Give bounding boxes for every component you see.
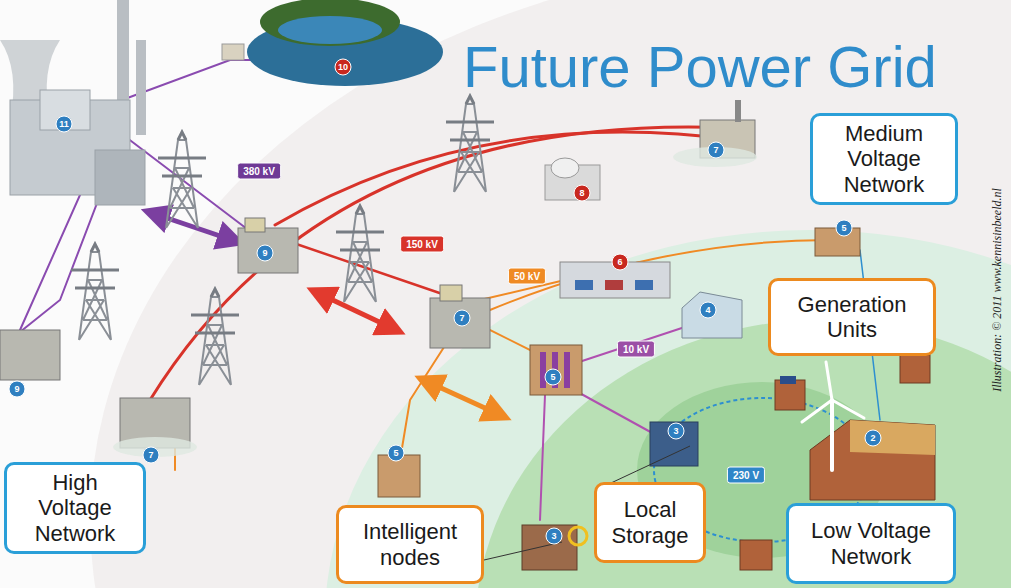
power-lines-part — [570, 322, 700, 365]
diagram-title: Future Power Grid — [463, 38, 937, 96]
ground-zones-part — [475, 320, 1011, 588]
callout-box: Intelligent nodes — [336, 505, 484, 584]
reservoir-part — [278, 16, 382, 44]
substations-part — [430, 298, 490, 348]
power-lines-part — [275, 132, 735, 225]
leader-lines-part — [484, 542, 562, 560]
ground-zones-part — [325, 230, 1011, 588]
reservoir — [222, 0, 443, 86]
box-label: Generation Units — [777, 292, 927, 343]
pylons-part — [158, 132, 206, 228]
buildings-part — [569, 527, 587, 545]
pylons-part — [336, 206, 384, 302]
buildings-part — [378, 455, 420, 497]
box-label: Low Voltage Network — [795, 518, 947, 569]
houses-part — [775, 380, 805, 410]
reservoir-part — [260, 0, 400, 46]
voltage-tag: 230 V — [727, 467, 765, 484]
pylons — [71, 96, 494, 385]
callout-number: 2 — [865, 430, 882, 447]
callout-box: Generation Units — [768, 278, 936, 356]
flow-arrows — [155, 214, 498, 414]
callout-number: 5 — [388, 445, 405, 462]
houses-part — [900, 355, 930, 383]
callout-number: 7 — [454, 310, 471, 327]
flow-arrows-part — [428, 382, 498, 414]
substations — [0, 100, 757, 457]
pylons-part — [191, 289, 239, 385]
buildings-part — [530, 345, 582, 395]
buildings-part — [540, 352, 546, 388]
buildings-part — [635, 280, 653, 290]
callout-number: 3 — [668, 423, 685, 440]
callout-box: Local Storage — [594, 482, 706, 563]
callout-number: 8 — [574, 185, 591, 202]
houses-part — [810, 420, 935, 500]
callout-box: Low Voltage Network — [786, 503, 956, 584]
buildings-part — [682, 292, 742, 338]
flow-arrows-part — [320, 294, 392, 328]
callout-box: High Voltage Network — [4, 462, 146, 554]
houses-part — [740, 540, 772, 570]
substations-part — [0, 330, 60, 380]
houses-part — [850, 420, 935, 455]
buildings-part — [650, 422, 698, 466]
box-label: Medium Voltage Network — [819, 121, 949, 197]
copyright-note: Illustration: © 2011 www.kennisinbeeld.n… — [990, 188, 1005, 392]
callout-box: Medium Voltage Network — [810, 113, 958, 205]
callout-number: 7 — [143, 447, 160, 464]
wind-turbine-part — [830, 400, 834, 470]
voltage-tag: 50 kV — [508, 268, 546, 285]
substations-part — [735, 100, 741, 122]
power-lines-part — [540, 395, 545, 520]
power-plant — [0, 0, 146, 205]
pylons-part — [446, 96, 494, 192]
box-label: High Voltage Network — [13, 470, 137, 546]
callout-number: 10 — [335, 59, 352, 76]
substations-part — [440, 285, 462, 301]
reservoir-part — [222, 44, 244, 60]
wind-turbine-part — [802, 400, 832, 422]
buildings-part — [605, 280, 623, 290]
voltage-tag: 10 kV — [617, 341, 655, 358]
houses-part — [780, 376, 796, 384]
power-plant-part — [136, 40, 146, 135]
callout-number: 9 — [257, 245, 274, 262]
wind-turbine — [802, 362, 864, 470]
callout-number: 6 — [612, 254, 629, 271]
buildings-part — [564, 352, 570, 388]
voltage-tag: 380 kV — [237, 163, 281, 180]
callout-number: 3 — [546, 528, 563, 545]
substations-part — [245, 218, 265, 232]
buildings-part — [551, 158, 579, 178]
box-label: Local Storage — [603, 497, 697, 548]
wind-turbine-part — [832, 400, 864, 418]
callout-number: 9 — [9, 381, 26, 398]
power-lines-part — [400, 330, 455, 460]
box-label: Intelligent nodes — [345, 519, 475, 570]
callout-number: 4 — [700, 302, 717, 319]
pylons-part — [71, 244, 119, 340]
power-plant-part — [95, 150, 145, 205]
voltage-tag: 150 kV — [400, 236, 444, 253]
power-lines-part — [150, 127, 735, 400]
substations-part — [238, 228, 298, 273]
wind-turbine-part — [826, 362, 832, 400]
buildings-part — [575, 280, 593, 290]
callout-number: 5 — [545, 369, 562, 386]
ground-zones-part — [90, 0, 1011, 588]
callout-number: 11 — [56, 116, 73, 133]
callout-number: 5 — [836, 220, 853, 237]
callout-number: 7 — [708, 142, 725, 159]
